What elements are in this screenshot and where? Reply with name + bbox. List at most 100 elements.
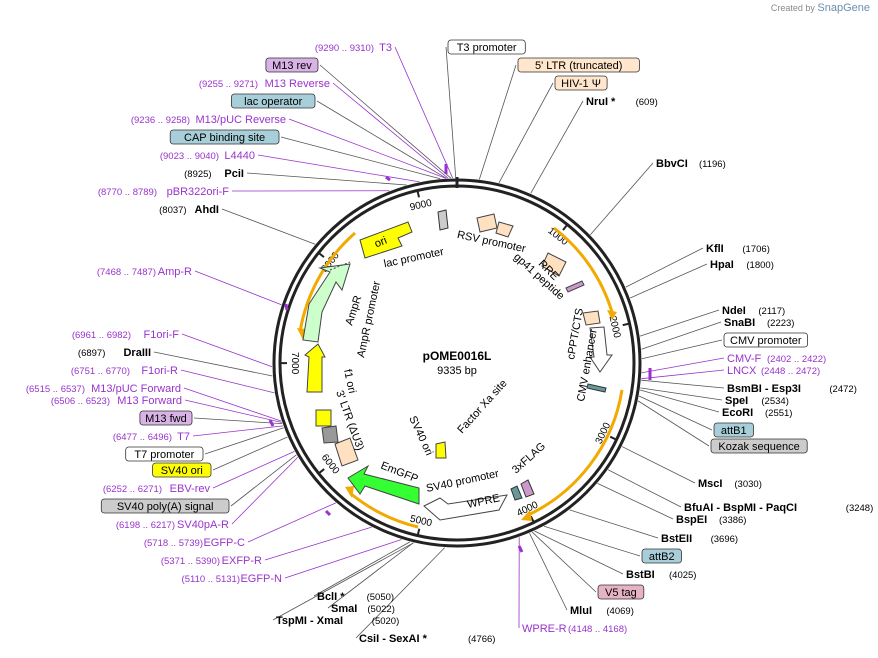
label-bcli: BclI *(5050) (317, 591, 394, 603)
label-text: BspEI (676, 514, 707, 526)
label-bsteii: BstEII (3696) (661, 533, 738, 545)
label-text: M13 rev (272, 60, 312, 72)
label-bspei: BspEI (3386) (676, 514, 746, 526)
label-position: (1196) (699, 159, 726, 170)
label-nrui: NruI *(609) (586, 96, 658, 108)
leader-lines (153, 46, 725, 639)
ampr-feature (302, 263, 351, 343)
leader-line (531, 531, 597, 593)
leader-line (640, 387, 723, 401)
factor-xa-label: Factor Xa site (455, 378, 509, 436)
label-text: pBR322ori-F (167, 186, 230, 198)
label-position: (2534) (761, 396, 788, 407)
ampr-label: AmpR (343, 294, 364, 327)
leader-line (184, 399, 282, 423)
label-position: (6198 .. 6217) (116, 520, 175, 531)
leader-line (212, 436, 288, 471)
label-attb1: attB1 (713, 422, 754, 438)
label-box (710, 438, 808, 454)
label-text: EXFP-R (222, 555, 262, 567)
sv40-ori-feature (315, 409, 332, 427)
label-t3: T3(9290 .. 9310) (315, 42, 392, 54)
leader-line (641, 321, 722, 350)
label-m13-puc-reverse: M13/pUC Reverse(9236 .. 9258) (131, 114, 286, 126)
label-hiv-1: HIV-1 Ψ (554, 75, 608, 91)
ori-feature (359, 221, 413, 259)
leader-line (638, 395, 713, 431)
label-position: (3386) (719, 515, 746, 526)
label-text: BfuAI - BspMI - PaqCI (684, 502, 797, 514)
label-position: (8037) (159, 205, 186, 216)
tick-mark (609, 435, 617, 441)
sv40-polya-feature (321, 425, 339, 444)
cppt-feature (582, 310, 601, 326)
label-m13-puc-forward: M13/pUC Forward(6515 .. 6537) (26, 383, 181, 395)
cmv-enhancer-feature (589, 326, 613, 373)
ampr-promoter-dash (329, 261, 351, 271)
leader-line (478, 64, 517, 180)
leader-line (319, 64, 452, 179)
label-position: (6506 .. 6523) (51, 396, 110, 407)
label-text: M13 Reverse (265, 78, 330, 90)
label-text: SV40 poly(A) signal (117, 501, 214, 513)
label-text: M13 Forward (117, 395, 182, 407)
label-position: (3030) (734, 479, 761, 490)
label-text: CMV-F (727, 353, 762, 365)
label-position: (6515 .. 6537) (26, 384, 85, 395)
label-lncx: LNCX(2448 .. 2472) (727, 365, 820, 377)
label-m13-reverse: M13 Reverse(9255 .. 9271) (199, 78, 330, 90)
label-box (230, 93, 316, 109)
label-position: (2223) (767, 318, 794, 329)
sv40-ori-inner-label: SV40 ori (406, 414, 435, 457)
label-wpre-r: WPRE-R(4148 .. 4168) (522, 623, 627, 635)
leader-line (597, 482, 674, 520)
label-text: F1ori-F (144, 329, 180, 341)
label-position: (4069) (606, 606, 633, 617)
leader-line (247, 502, 337, 543)
label-position: (8770 .. 8789) (98, 187, 157, 198)
label-box (169, 129, 280, 145)
label-position: (8925) (184, 169, 211, 180)
leader-line (246, 172, 407, 186)
sv40-promoter-label: SV40 promoter (425, 468, 500, 495)
leader-line (264, 526, 372, 561)
label-tspmi-xmai: TspMI - XmaI(5020) (276, 615, 399, 627)
label-bfuai-bspmi-paqci: BfuAI - BspMI - PaqCI(3248) (684, 502, 873, 514)
label-text: SpeI (725, 395, 748, 407)
label-pcii: PciI(8925) (184, 168, 244, 180)
leader-line (212, 451, 295, 489)
label-text: Amp-R (158, 266, 192, 278)
label-position: (9236 .. 9258) (131, 115, 190, 126)
leader-line (607, 469, 682, 508)
label-text: NruI * (586, 96, 616, 108)
label-text: SV40 ori (161, 465, 203, 477)
label-text: EBV-rev (170, 483, 211, 495)
tick-label: 7000 (289, 352, 300, 375)
label-text: CAP binding site (184, 132, 265, 144)
label-position: (2551) (765, 408, 792, 419)
leader-line (194, 270, 282, 306)
leader-line (313, 541, 411, 597)
ampr-promoter-label: AmpR promoter (355, 280, 383, 359)
label-position: (3696) (711, 534, 738, 545)
emgfp-feature (347, 464, 420, 505)
plasmid-name: pOME0016L (423, 349, 492, 363)
label-l4440: L4440(9023 .. 9040) (160, 150, 255, 162)
tick-label: 9000 (409, 198, 434, 214)
label-text: attB2 (649, 551, 675, 563)
leader-line (637, 400, 710, 447)
label-text: BstEII (661, 533, 692, 545)
credit-prefix: Created by (770, 3, 815, 13)
tick-label: 2000 (607, 315, 623, 340)
leader-line (534, 530, 624, 575)
orange-arc-bottom (349, 491, 419, 529)
label-box (517, 57, 640, 73)
label-ndei: NdeI(2117) (722, 305, 785, 317)
label-f1ori-r: F1ori-R(6751 .. 6770) (71, 365, 178, 377)
leader-line (641, 357, 725, 374)
3xflag-label: 3xFLAG (510, 440, 548, 476)
leader-line (630, 263, 708, 299)
label-bsmbi-esp3i: BsmBI - Esp3I(2472) (727, 383, 857, 395)
label-position: (4148 .. 4168) (568, 624, 627, 635)
label-position: (5371 .. 5390) (161, 556, 220, 567)
